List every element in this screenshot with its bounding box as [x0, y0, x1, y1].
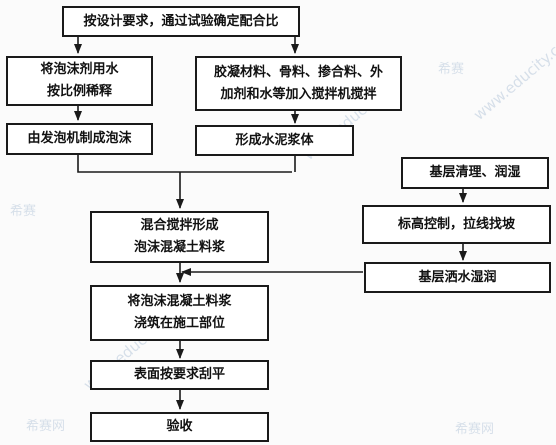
step-dilute-foaming-agent: 将泡沫剂用水 按比例稀释: [6, 56, 153, 106]
step-base-cleaning: 基层清理、润湿: [401, 157, 549, 189]
step-cement-slurry: 形成水泥浆体: [195, 125, 354, 156]
step-foam-generation: 由发泡机制成泡沫: [6, 123, 153, 155]
step-pour-slurry: 将泡沫混凝土料浆 浇筑在施工部位: [90, 285, 269, 341]
step-design-ratio: 按设计要求，通过试验确定配合比: [62, 6, 300, 37]
step-elevation-control: 标高控制，拉线找坡: [362, 205, 551, 244]
step-mix-foam-concrete: 混合搅拌形成 泡沫混凝土料浆: [90, 211, 269, 263]
step-acceptance: 验收: [90, 412, 269, 442]
arrow-foam-slurry-merge: [77, 154, 296, 208]
step-mix-materials: 胶凝材料、骨料、掺合料、外 加剂和水等加入搅拌机搅拌: [195, 56, 402, 111]
step-base-sprinkle: 基层洒水湿润: [364, 262, 551, 293]
step-surface-leveling: 表面按要求刮平: [90, 360, 269, 390]
